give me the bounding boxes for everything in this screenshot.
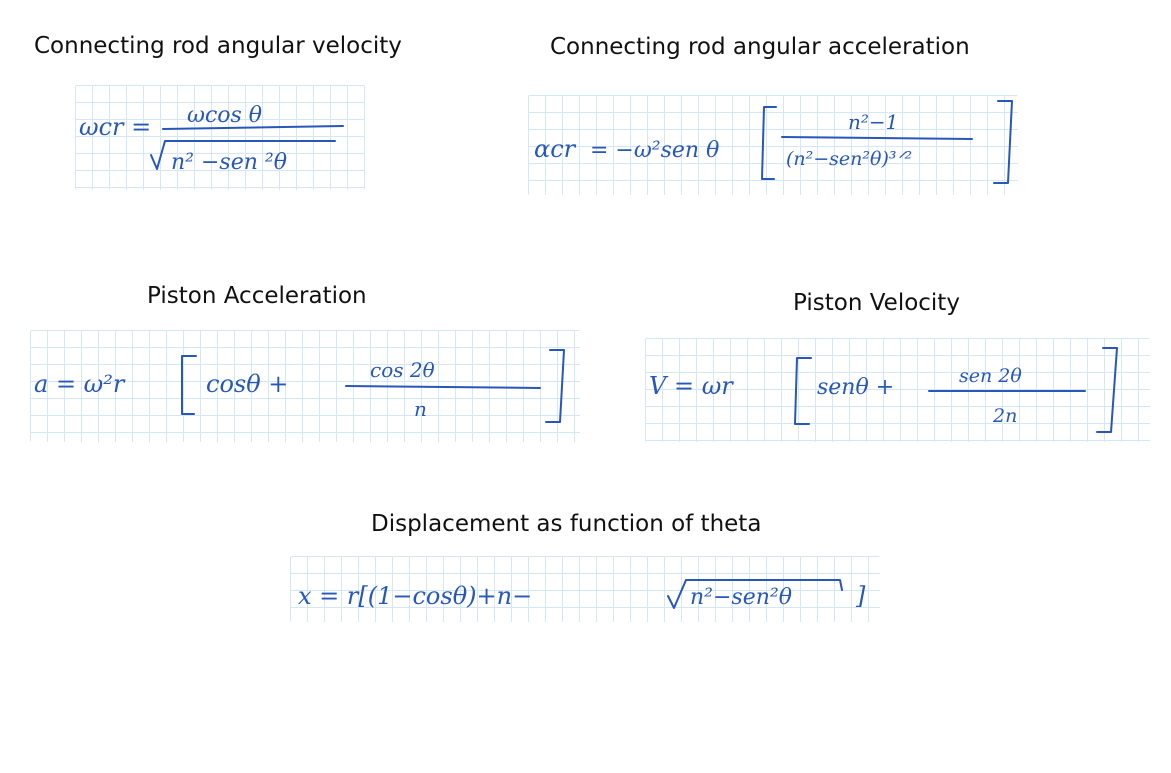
displacement-suffix: ] [855, 582, 866, 610]
piston-acceleration-prefix: a = ω²r [34, 370, 126, 398]
equation-piston-acceleration: a = ω²r cosθ + cos 2θ n [30, 330, 580, 442]
cr-acceleration-lhs: αcr [534, 135, 577, 163]
piston-velocity-numerator: sen 2θ [959, 365, 1022, 387]
heading-displacement: Displacement as function of theta [371, 511, 762, 537]
piston-velocity-prefix: V = ωr [649, 372, 734, 400]
cr-velocity-numerator: ωcos θ [187, 103, 262, 128]
equation-piston-velocity: V = ωr senθ + sen 2θ 2n [645, 338, 1150, 442]
displacement-prefix: x = r[(1−cosθ)+n− [298, 582, 532, 610]
piston-velocity-term1: senθ + [817, 375, 894, 400]
equation-displacement-drawing: x = r[(1−cosθ)+n− n²−sen²θ ] [298, 579, 866, 610]
cr-acceleration-numerator: n²−1 [848, 110, 898, 134]
heading-connecting-rod-angular-acceleration: Connecting rod angular acceleration [550, 34, 970, 60]
cr-velocity-denominator: n² −sen ²θ [171, 150, 287, 175]
piston-velocity-right-bracket [1096, 347, 1118, 433]
equation-cr-acceleration: αcr = −ω²sen θ n²−1 (n²−sen²θ)³ᐟ² [528, 95, 1018, 195]
cr-velocity-lhs: ωcr = [79, 113, 151, 141]
piston-acceleration-numerator: cos 2θ [370, 358, 435, 382]
displacement-radicand: n²−sen²θ [690, 585, 792, 610]
piston-velocity-left-bracket [794, 357, 812, 425]
piston-velocity-denominator: 2n [992, 405, 1017, 427]
piston-acceleration-term1: cosθ + [206, 370, 288, 398]
cr-acceleration-right-bracket [993, 100, 1013, 184]
piston-acceleration-left-bracket [181, 355, 197, 415]
cr-velocity-fraction-bar [162, 125, 344, 130]
cr-acceleration-fraction-bar [781, 136, 973, 140]
equation-displacement: x = r[(1−cosθ)+n− n²−sen²θ ] [290, 556, 880, 622]
piston-acceleration-denominator: n [414, 397, 427, 421]
equation-cr-acceleration-drawing: αcr = −ω²sen θ n²−1 (n²−sen²θ)³ᐟ² [534, 100, 1013, 184]
heading-connecting-rod-angular-velocity: Connecting rod angular velocity [34, 33, 402, 59]
cr-acceleration-left-bracket [761, 106, 777, 180]
equation-cr-velocity-drawing: ωcr = ωcos θ n² −sen ²θ [79, 103, 344, 175]
cr-velocity-sqrt-sign [150, 140, 336, 170]
cr-acceleration-denominator: (n²−sen²θ)³ᐟ² [786, 148, 912, 170]
heading-piston-acceleration: Piston Acceleration [147, 283, 367, 309]
equation-piston-velocity-drawing: V = ωr senθ + sen 2θ 2n [649, 347, 1118, 433]
equation-piston-acceleration-drawing: a = ω²r cosθ + cos 2θ n [34, 349, 565, 423]
displacement-sqrt-sign [667, 579, 843, 609]
cr-acceleration-prefix: = −ω²sen θ [590, 138, 719, 163]
equation-cr-velocity: ωcr = ωcos θ n² −sen ²θ [75, 85, 365, 190]
piston-acceleration-fraction-bar [345, 385, 541, 389]
heading-piston-velocity: Piston Velocity [793, 290, 960, 316]
piston-acceleration-right-bracket [545, 349, 565, 423]
